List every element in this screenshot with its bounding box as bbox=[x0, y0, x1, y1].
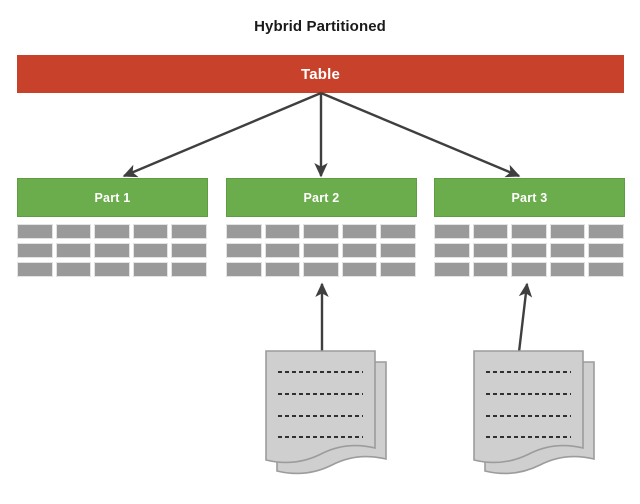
document-text-lines bbox=[486, 371, 571, 438]
block-row bbox=[434, 262, 625, 277]
data-block bbox=[264, 262, 301, 277]
document-front-sheet bbox=[265, 350, 376, 464]
block-row bbox=[434, 243, 625, 258]
data-block bbox=[549, 243, 586, 258]
data-block bbox=[511, 243, 547, 258]
data-block bbox=[588, 262, 624, 277]
block-grid-part-3 bbox=[434, 224, 625, 277]
block-grid-part-1 bbox=[17, 224, 208, 277]
data-block bbox=[303, 243, 339, 258]
partition-label-part-1: Part 1 bbox=[94, 190, 131, 205]
partition-label-part-2: Part 2 bbox=[303, 190, 340, 205]
data-block bbox=[434, 224, 470, 239]
data-block bbox=[588, 243, 624, 258]
data-block bbox=[380, 243, 416, 258]
partition-part-3: Part 3 bbox=[434, 178, 625, 277]
data-block bbox=[380, 224, 416, 239]
data-block bbox=[380, 262, 416, 277]
external-document-1 bbox=[265, 350, 387, 475]
data-block bbox=[132, 262, 169, 277]
block-row bbox=[17, 262, 208, 277]
data-block bbox=[94, 243, 130, 258]
block-row bbox=[226, 262, 417, 277]
data-block bbox=[55, 243, 92, 258]
partition-label-part-3: Part 3 bbox=[511, 190, 548, 205]
data-block bbox=[132, 243, 169, 258]
arrow-table-to-part-1 bbox=[122, 91, 322, 178]
partition-part-1: Part 1 bbox=[17, 178, 208, 277]
data-block bbox=[434, 262, 470, 277]
data-block bbox=[434, 243, 470, 258]
data-block bbox=[303, 262, 339, 277]
data-block bbox=[264, 243, 301, 258]
data-block bbox=[94, 224, 130, 239]
data-block bbox=[303, 224, 339, 239]
data-block bbox=[226, 243, 262, 258]
data-block bbox=[511, 262, 547, 277]
arrow-document-2-to-part-3 bbox=[517, 282, 533, 353]
arrow-table-to-part-3 bbox=[320, 91, 521, 178]
partition-header-part-2: Part 2 bbox=[226, 178, 417, 217]
data-block bbox=[17, 243, 53, 258]
data-block bbox=[171, 262, 207, 277]
page-title: Hybrid Partitioned bbox=[254, 18, 386, 35]
data-block bbox=[94, 262, 130, 277]
data-block bbox=[55, 224, 92, 239]
partition-header-part-1: Part 1 bbox=[17, 178, 208, 217]
data-block bbox=[511, 224, 547, 239]
data-block bbox=[341, 243, 378, 258]
data-block bbox=[132, 224, 169, 239]
data-block bbox=[588, 224, 624, 239]
block-row bbox=[226, 224, 417, 239]
block-grid-part-2 bbox=[226, 224, 417, 277]
data-block bbox=[226, 262, 262, 277]
block-row bbox=[434, 224, 625, 239]
data-block bbox=[472, 243, 509, 258]
block-row bbox=[17, 224, 208, 239]
data-block bbox=[17, 262, 53, 277]
data-block bbox=[341, 224, 378, 239]
document-front-sheet bbox=[473, 350, 584, 464]
block-row bbox=[17, 243, 208, 258]
data-block bbox=[226, 224, 262, 239]
document-back-sheet bbox=[484, 361, 595, 475]
data-block bbox=[264, 224, 301, 239]
block-row bbox=[226, 243, 417, 258]
data-block bbox=[549, 262, 586, 277]
document-text-lines bbox=[278, 371, 363, 438]
partition-header-part-3: Part 3 bbox=[434, 178, 625, 217]
data-block bbox=[549, 224, 586, 239]
data-block bbox=[17, 224, 53, 239]
external-document-2 bbox=[473, 350, 595, 475]
partition-part-2: Part 2 bbox=[226, 178, 417, 277]
data-block bbox=[55, 262, 92, 277]
document-back-sheet bbox=[276, 361, 387, 475]
data-block bbox=[171, 243, 207, 258]
data-block bbox=[171, 224, 207, 239]
data-block bbox=[472, 262, 509, 277]
data-block bbox=[472, 224, 509, 239]
table-node: Table bbox=[17, 55, 624, 93]
table-node-label: Table bbox=[300, 65, 341, 83]
data-block bbox=[341, 262, 378, 277]
